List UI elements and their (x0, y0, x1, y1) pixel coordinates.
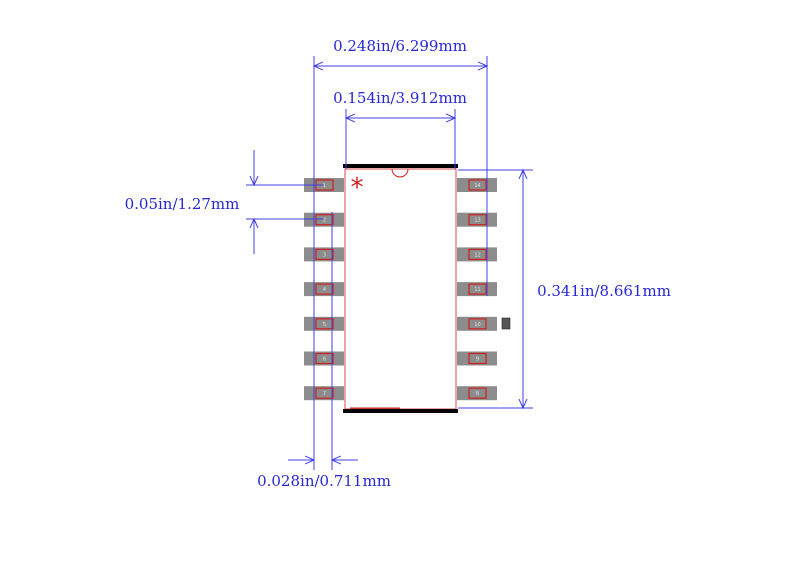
dim-pitch-label: 0.05in/1.27mm (125, 195, 240, 213)
pad-outline (468, 283, 487, 295)
right-pad-8: 8 (457, 386, 497, 401)
pin-number: 14 (474, 183, 480, 189)
pin-number: 11 (474, 287, 480, 293)
right-pad-11: 11 (457, 282, 497, 297)
pad-outline (468, 387, 487, 399)
left-pad-7: 7 (304, 386, 344, 401)
right-pad-10: 10 (457, 316, 497, 331)
pad-outline (468, 214, 487, 226)
left-pad-3: 3 (304, 247, 344, 262)
pin-number: 6 (323, 357, 326, 363)
pad-outline (315, 318, 334, 330)
pad-outline (315, 283, 334, 295)
left-pad-4: 4 (304, 282, 344, 297)
pad-outline (468, 318, 487, 330)
pin1-notch (391, 168, 409, 178)
pad-body (457, 351, 497, 366)
right-pad-12: 12 (457, 247, 497, 262)
silkscreen-top-bar (343, 164, 458, 168)
pad-outline (468, 352, 487, 365)
right-pad-9: 9 (457, 351, 497, 366)
pin-number: 10 (474, 322, 480, 328)
silkscreen-bottom-bar (343, 409, 458, 413)
dim-pad-width-label: 0.028in/0.711mm (257, 472, 391, 490)
pin-number: 8 (476, 391, 479, 397)
pad-outline (315, 387, 334, 399)
pad-outline (315, 214, 334, 226)
pin-number: 12 (474, 252, 480, 258)
pin-number: 13 (474, 218, 480, 224)
pin-number: 1 (323, 183, 326, 189)
pin1-marker: * (351, 173, 364, 203)
right-pad-14: 14 (457, 178, 497, 192)
left-pads: 1 2 3 4 5 6 7 (304, 178, 344, 401)
pad-outline (315, 352, 334, 365)
right-pads: 14 13 12 11 10 9 8 (457, 178, 497, 401)
right-pad-13: 13 (457, 212, 497, 227)
pad-body (457, 316, 497, 331)
dim-body-length-label: 0.341in/8.661mm (537, 282, 671, 300)
pad-outline (468, 179, 487, 191)
pad-body (457, 386, 497, 401)
pin-number: 9 (476, 357, 479, 363)
orientation-mark (501, 317, 511, 330)
left-pad-5: 5 (304, 316, 344, 331)
pin-number: 4 (323, 287, 326, 293)
pin-number: 5 (323, 322, 326, 328)
left-pad-6: 6 (304, 351, 344, 366)
pin-number: 3 (323, 252, 326, 258)
ic-body-outline (344, 168, 457, 410)
pin-number: 2 (323, 218, 326, 224)
dim-total-width-label: 0.248in/6.299mm (333, 37, 467, 55)
pin-number: 7 (323, 391, 326, 397)
dim-body-width-label: 0.154in/3.912mm (333, 89, 467, 107)
pad-outline (315, 248, 334, 260)
pad-outline (468, 248, 487, 260)
left-pad-2: 2 (304, 212, 344, 227)
